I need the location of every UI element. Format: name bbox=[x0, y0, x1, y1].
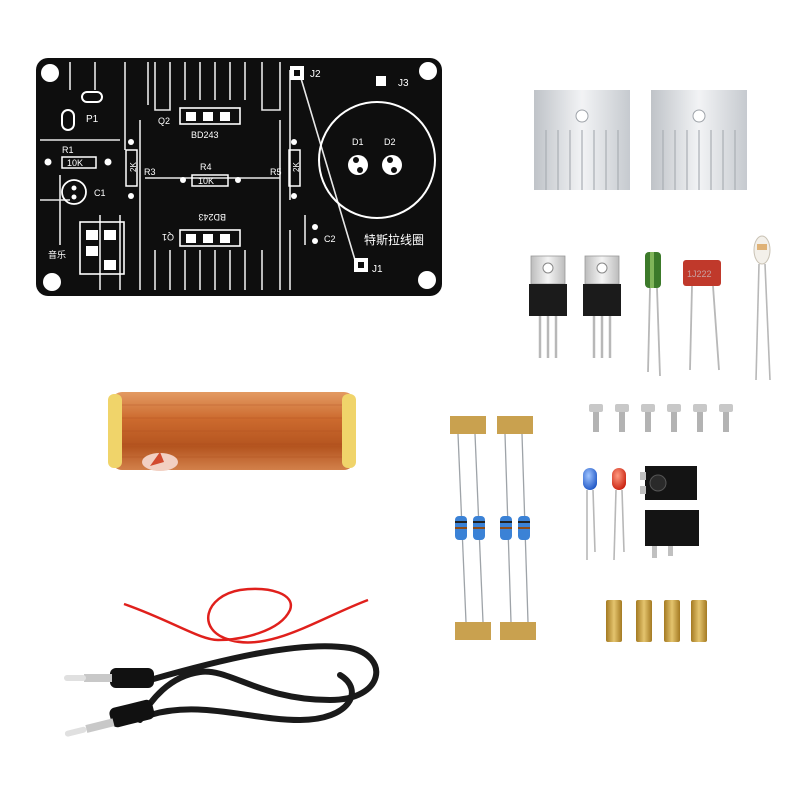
led-blue bbox=[583, 468, 597, 560]
label-q2-part: BD243 bbox=[191, 130, 219, 140]
pcb-board: P1 R1 10K C1 音乐 Q2 BD243 2K R3 R4 10K R bbox=[36, 58, 442, 296]
screw bbox=[589, 404, 603, 432]
brass-standoff bbox=[664, 600, 680, 642]
label-q2: Q2 bbox=[158, 116, 170, 126]
label-c1: C1 bbox=[94, 188, 106, 198]
label-q1: Q1 bbox=[162, 232, 174, 242]
neon-bulb bbox=[753, 235, 771, 381]
brass-standoff bbox=[606, 600, 622, 642]
label-j1: J1 bbox=[372, 264, 383, 275]
resistor bbox=[518, 516, 530, 540]
label-p1: P1 bbox=[86, 114, 99, 125]
q2-footprint bbox=[179, 107, 241, 125]
transistor bbox=[583, 255, 621, 358]
label-r3-value: 2K bbox=[129, 162, 138, 172]
screws bbox=[589, 404, 733, 432]
transistor bbox=[529, 255, 567, 358]
heatsink bbox=[534, 90, 630, 190]
resistor bbox=[455, 516, 467, 540]
capacitor-label: 1J222 bbox=[687, 269, 712, 279]
r1-footprint bbox=[61, 156, 97, 169]
electrolytic-capacitor bbox=[645, 252, 661, 377]
q1-footprint bbox=[179, 229, 241, 247]
brass-standoffs bbox=[606, 600, 707, 642]
p1-pad bbox=[61, 109, 75, 131]
heatsink bbox=[651, 90, 747, 190]
resistor bbox=[473, 516, 485, 540]
label-music: 音乐 bbox=[48, 249, 66, 261]
r5-footprint bbox=[288, 149, 301, 187]
label-d2: D2 bbox=[384, 137, 396, 147]
mounting-hole bbox=[418, 271, 436, 289]
r4-footprint bbox=[191, 174, 229, 187]
label-j3: J3 bbox=[398, 78, 409, 89]
p1-pad bbox=[81, 91, 103, 103]
mounting-hole bbox=[43, 273, 61, 291]
screw bbox=[641, 404, 655, 432]
c1-footprint bbox=[61, 179, 87, 205]
jack-footprint bbox=[79, 221, 125, 275]
mounting-hole bbox=[419, 62, 437, 80]
label-r4-value: 10K bbox=[198, 176, 214, 186]
label-j2: J2 bbox=[310, 69, 321, 80]
audio-plug bbox=[64, 699, 155, 737]
label-r1: R1 bbox=[62, 145, 74, 155]
coil-footprint bbox=[318, 101, 436, 219]
pcb-traces bbox=[40, 62, 356, 290]
screw bbox=[719, 404, 733, 432]
label-q1-part: BD243 bbox=[198, 212, 226, 222]
brass-standoff bbox=[691, 600, 707, 642]
resistor-strip bbox=[450, 416, 536, 640]
label-r5: R5 bbox=[270, 167, 282, 177]
label-tesla-coil: 特斯拉线圈 bbox=[364, 232, 424, 247]
tesla-coil bbox=[108, 392, 356, 471]
screw bbox=[693, 404, 707, 432]
label-r1-value: 10K bbox=[67, 158, 83, 168]
label-r5-value: 2K bbox=[292, 162, 301, 172]
label-c2: C2 bbox=[324, 234, 336, 244]
red-wire bbox=[123, 587, 369, 644]
r3-footprint bbox=[125, 149, 138, 187]
label-d1: D1 bbox=[352, 137, 364, 147]
j3-pad bbox=[376, 76, 386, 86]
resistor bbox=[500, 516, 512, 540]
film-capacitor: 1J222 bbox=[683, 260, 721, 371]
screw bbox=[615, 404, 629, 432]
label-r3: R3 bbox=[144, 167, 156, 177]
audio-jack bbox=[640, 466, 699, 558]
brass-standoff bbox=[636, 600, 652, 642]
audio-cable bbox=[64, 643, 380, 737]
led-red bbox=[612, 468, 626, 561]
screw bbox=[667, 404, 681, 432]
audio-plug bbox=[64, 668, 154, 688]
mounting-hole bbox=[41, 64, 59, 82]
label-r4: R4 bbox=[200, 162, 212, 172]
